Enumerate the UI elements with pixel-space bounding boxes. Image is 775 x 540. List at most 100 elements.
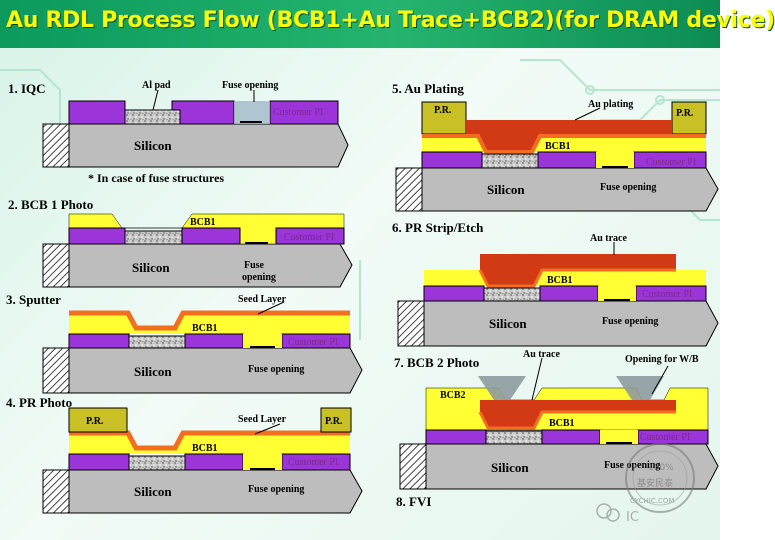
fuse-opening [234, 101, 270, 124]
exposure-cone [478, 376, 526, 400]
label-silicon: Silicon [134, 484, 172, 499]
bcb1-fill [243, 454, 282, 470]
step-4-label: 4. PR Photo [6, 395, 72, 410]
bcb1-layer [422, 136, 706, 152]
watermark-stamp [625, 443, 695, 513]
label-bcb1: BCB1 [192, 323, 218, 334]
customer-pi-layer [539, 285, 599, 302]
wechat-icon [596, 503, 612, 519]
customer-pi-layer [171, 100, 235, 125]
customer-pi-layer [68, 453, 130, 471]
label-customer-pi: Customer PI [288, 457, 338, 468]
label-fuse-opening: Fuse opening [604, 460, 660, 471]
customer-pi-layer [68, 227, 126, 245]
step-3-sputter: 3. Sputter Seed Layer BCB1 Customer PI S… [6, 292, 363, 394]
customer-pi-layer [425, 429, 487, 445]
seed-layer [69, 430, 350, 451]
bcb1-fill [243, 334, 282, 348]
bcb1-layer [424, 270, 706, 286]
label-au-trace: Au trace [590, 233, 627, 244]
label-fuse-opening: Fuse opening [248, 364, 304, 375]
al-pad [128, 455, 186, 471]
silicon-substrate [68, 123, 349, 168]
title-bar: Au RDL Process Flow (BCB1+Au Trace+BCB2)… [0, 0, 775, 48]
silicon-substrate [425, 443, 719, 490]
silicon-substrate [68, 243, 353, 288]
label-pr-right: P.R. [325, 416, 343, 427]
label-opening: opening [242, 272, 276, 283]
bcb1-fill [598, 286, 636, 301]
step-4-pr-photo: 4. PR Photo P.R. P.R. Seed Layer BCB1 Cu… [6, 395, 363, 514]
step-6-pr-strip-etch: 6. PR Strip/Etch Au trace BCB1 Customer … [392, 220, 719, 347]
watermark-stamp-inner [632, 450, 688, 506]
label-seed-layer: Seed Layer [238, 414, 287, 425]
step-7-bcb2-photo: 7. BCB 2 Photo Au trace Opening for W/B … [394, 349, 719, 490]
label-customer-pi: Customer PI [273, 107, 323, 118]
customer-pi-layer [423, 285, 485, 302]
fuse-note: * In case of fuse structures [88, 171, 224, 185]
label-customer-pi: Customer PI [640, 432, 690, 443]
wechat-icon [606, 508, 620, 522]
step-2-label: 2. BCB 1 Photo [8, 197, 93, 212]
al-pad [128, 335, 186, 349]
label-customer-pi: Customer PI [284, 232, 334, 243]
leader-line [531, 357, 543, 401]
photoresist-right [320, 407, 352, 433]
label-silicon: Silicon [491, 460, 529, 475]
watermark-chars: 基安民泰 [637, 477, 673, 489]
bcb1-fill [596, 152, 634, 168]
leader-line [152, 89, 159, 111]
al-pad [124, 230, 183, 245]
leader-line [257, 301, 285, 315]
label-customer-pi: Customer PI [288, 337, 338, 348]
step-8-label: 8. FVI [396, 494, 431, 509]
label-seed-layer: Seed Layer [238, 294, 287, 305]
label-au-trace: Au trace [523, 349, 560, 360]
leader-line [254, 423, 281, 435]
label-fuse-opening: Fuse opening [248, 484, 304, 495]
step-1-label: 1. IQC [8, 81, 46, 96]
label-pr-left: P.R. [434, 105, 452, 116]
label-pr-right: P.R. [676, 108, 694, 119]
customer-pi-layer [68, 100, 126, 125]
label-fuse-opening: Fuse opening [222, 80, 278, 91]
step-2-bcb1-photo: 2. BCB 1 Photo BCB1 Customer PI Silicon … [8, 197, 353, 288]
step-7-label: 7. BCB 2 Photo [394, 355, 479, 370]
wafer-edge-hatch [397, 300, 425, 347]
label-al-pad: Al pad [142, 80, 171, 91]
customer-pi-layer [184, 333, 244, 349]
customer-pi-layer [421, 151, 483, 169]
label-bcb1: BCB1 [192, 443, 218, 454]
label-silicon: Silicon [487, 182, 525, 197]
step-1-iqc: 1. IQC Al pad Fuse opening Customer PI S… [8, 80, 349, 185]
watermark-brand: IC [626, 510, 639, 525]
customer-pi-layer [541, 429, 601, 445]
silicon-substrate [423, 300, 719, 347]
label-au-plating: Au plating [588, 99, 633, 110]
wafer-edge-hatch [395, 167, 423, 212]
label-fuse-opening: Fuse opening [600, 182, 656, 193]
wafer-edge-hatch [42, 123, 70, 168]
customer-pi-layer [184, 453, 244, 471]
step-5-label: 5. Au Plating [392, 81, 464, 96]
silicon-substrate [68, 347, 363, 394]
leader-line [574, 107, 601, 121]
step-5-au-plating: 5. Au Plating P.R. P.R. Au plating BCB1 … [392, 81, 719, 212]
label-bcb1: BCB1 [545, 141, 571, 152]
al-pad [485, 430, 543, 445]
label-silicon: Silicon [134, 364, 172, 379]
al-pad [481, 153, 539, 169]
watermark: 100% 基安民泰 CYCHIC.COM IC [596, 443, 695, 525]
label-fuse-opening: Fuse opening [602, 316, 658, 327]
bcb1-fill [600, 430, 638, 444]
al-pad [124, 109, 181, 125]
label-customer-pi: Customer PI [646, 157, 696, 168]
au-trace [480, 400, 676, 428]
watermark-percent: 100% [648, 463, 674, 473]
customer-pi-layer [68, 333, 130, 349]
watermark-site: CYCHIC.COM [630, 497, 674, 505]
customer-pi-layer [181, 227, 241, 245]
label-fuse: Fuse [244, 260, 265, 271]
label-silicon: Silicon [489, 316, 527, 331]
